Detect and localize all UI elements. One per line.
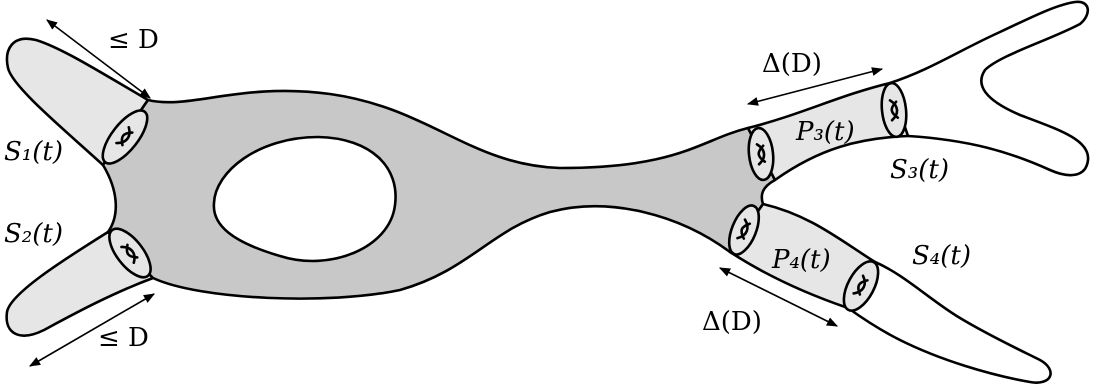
bottom-left-bound-label: ≤ D <box>98 323 149 353</box>
p4-label: P₄(t) <box>771 245 831 275</box>
s3-label: S₃(t) <box>890 155 949 185</box>
s2-label: S₂(t) <box>4 219 63 249</box>
s4-label: S₄(t) <box>912 241 971 271</box>
top-right-bound-label: Δ(D) <box>762 49 822 79</box>
bottom-right-bound-label: Δ(D) <box>702 307 762 337</box>
s1-label: S₁(t) <box>4 137 63 167</box>
p3-label: P₃(t) <box>795 117 855 147</box>
top-left-bound-label: ≤ D <box>108 25 159 55</box>
s3-region <box>890 2 1088 175</box>
core-region <box>103 91 775 299</box>
